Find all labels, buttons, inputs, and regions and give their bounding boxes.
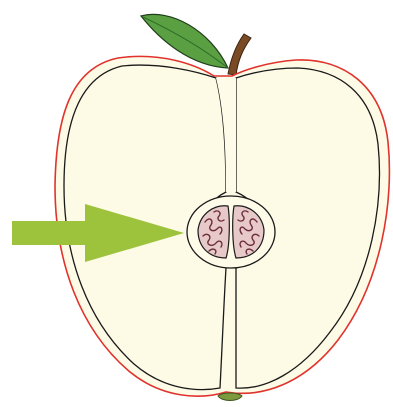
- blossom-end: [218, 393, 242, 401]
